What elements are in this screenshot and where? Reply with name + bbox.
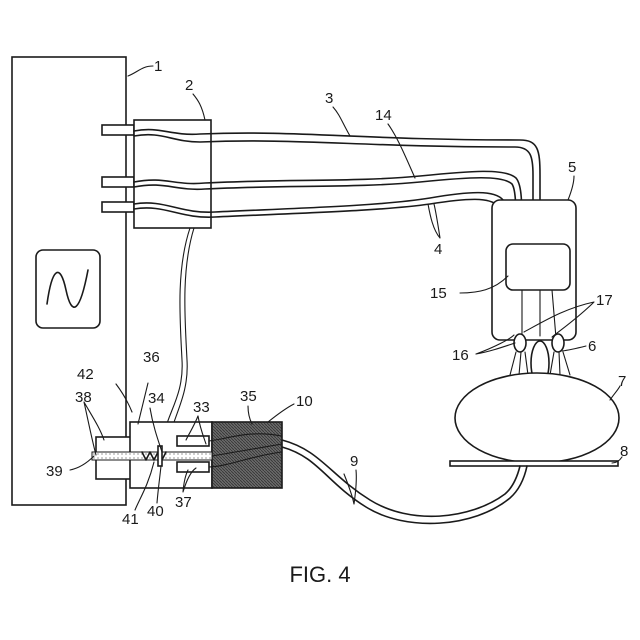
display-panel bbox=[36, 250, 100, 328]
label-15: 15 bbox=[430, 285, 447, 302]
label-4: 4 bbox=[434, 241, 442, 258]
label-41: 41 bbox=[122, 511, 139, 528]
label-5: 5 bbox=[568, 159, 576, 176]
label-36: 36 bbox=[143, 349, 160, 366]
label-17: 17 bbox=[596, 292, 613, 309]
label-35: 35 bbox=[240, 388, 257, 405]
label-34: 34 bbox=[148, 390, 165, 407]
label-42: 42 bbox=[77, 366, 94, 383]
target-object bbox=[455, 373, 619, 463]
label-6: 6 bbox=[588, 338, 596, 355]
label-2: 2 bbox=[185, 77, 193, 94]
figure-caption: FIG. 4 bbox=[289, 562, 350, 587]
label-14: 14 bbox=[375, 107, 392, 124]
label-3: 3 bbox=[325, 90, 333, 107]
label-9: 9 bbox=[350, 453, 358, 470]
label-40: 40 bbox=[147, 503, 164, 520]
label-7: 7 bbox=[618, 373, 626, 390]
label-33: 33 bbox=[193, 399, 210, 416]
label-39: 39 bbox=[46, 463, 63, 480]
label-10: 10 bbox=[296, 393, 313, 410]
label-1: 1 bbox=[154, 58, 162, 75]
control-module bbox=[506, 244, 570, 290]
support-plate bbox=[450, 461, 618, 466]
signal-line bbox=[165, 228, 190, 430]
label-8: 8 bbox=[620, 443, 628, 460]
label-16: 16 bbox=[452, 347, 469, 364]
label-38: 38 bbox=[75, 389, 92, 406]
label-37: 37 bbox=[175, 494, 192, 511]
